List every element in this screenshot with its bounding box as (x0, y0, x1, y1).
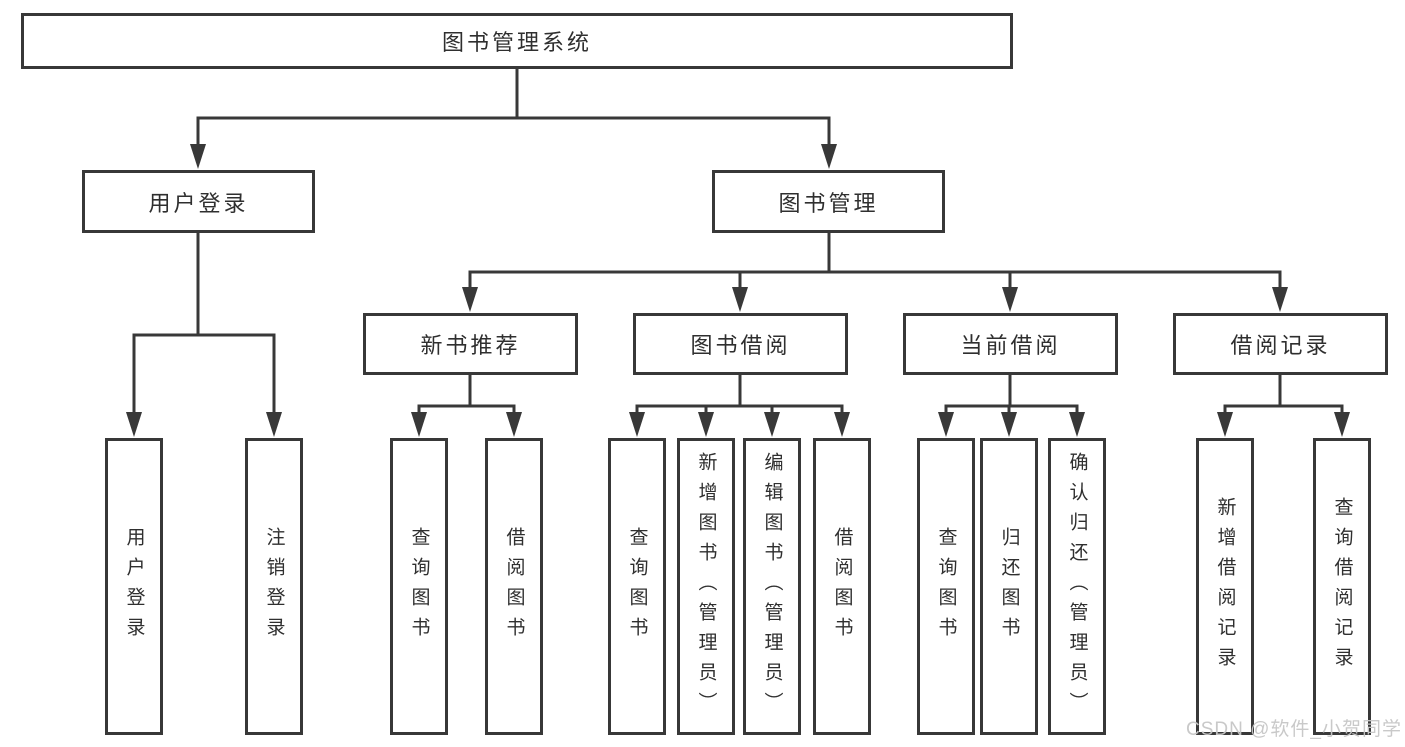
leaf-logout: 注销登录 (245, 438, 303, 735)
leaf-query-borrow-record: 查询借阅记录 (1313, 438, 1371, 735)
leaf-return-books-label: 归还图书 (998, 526, 1020, 647)
leaf-return-books: 归还图书 (980, 438, 1038, 735)
leaf-borrow-books-label: 借阅图书 (831, 526, 853, 647)
leaf-edit-books-admin: 编辑图书（管理员） (743, 438, 801, 735)
leaf-query-books-recommend-label: 查询图书 (408, 526, 430, 647)
node-current-borrowing: 当前借阅 (903, 313, 1118, 375)
node-book-borrowing-label: 图书借阅 (690, 333, 791, 358)
leaf-logout-label: 注销登录 (263, 526, 285, 647)
node-library-management-system-label: 图书管理系统 (441, 30, 592, 55)
node-user-login: 用户登录 (82, 170, 315, 233)
leaf-confirm-return-admin: 确认归还（管理员） (1048, 438, 1106, 735)
node-new-book-recommendation-label: 新书推荐 (420, 333, 521, 358)
leaf-query-books-borrowing-label: 查询图书 (626, 526, 648, 647)
leaf-add-books-admin-label: 新增图书（管理员） (695, 451, 717, 722)
node-borrowing-records-label: 借阅记录 (1230, 333, 1331, 358)
leaf-add-borrow-record-label: 新增借阅记录 (1214, 496, 1236, 677)
leaf-add-books-admin: 新增图书（管理员） (677, 438, 735, 735)
csdn-watermark: CSDN @软件_小贺同学 (1186, 719, 1402, 740)
leaf-borrow-books-recommend: 借阅图书 (485, 438, 543, 735)
leaf-add-borrow-record: 新增借阅记录 (1196, 438, 1254, 735)
leaf-confirm-return-admin-label: 确认归还（管理员） (1066, 451, 1088, 722)
leaf-query-books-borrowing: 查询图书 (608, 438, 666, 735)
leaf-borrow-books-recommend-label: 借阅图书 (503, 526, 525, 647)
leaf-edit-books-admin-label: 编辑图书（管理员） (761, 451, 783, 722)
node-library-management-system: 图书管理系统 (21, 13, 1013, 69)
leaf-user-login-label: 用户登录 (123, 526, 145, 647)
leaf-query-books-current-label: 查询图书 (935, 526, 957, 647)
node-borrowing-records: 借阅记录 (1173, 313, 1388, 375)
leaf-query-books-recommend: 查询图书 (390, 438, 448, 735)
node-book-management-label: 图书管理 (778, 190, 879, 216)
leaf-borrow-books: 借阅图书 (813, 438, 871, 735)
node-book-borrowing: 图书借阅 (633, 313, 848, 375)
node-book-management: 图书管理 (712, 170, 945, 233)
node-current-borrowing-label: 当前借阅 (960, 333, 1061, 358)
node-new-book-recommendation: 新书推荐 (363, 313, 578, 375)
leaf-user-login: 用户登录 (105, 438, 163, 735)
leaf-query-books-current: 查询图书 (917, 438, 975, 735)
node-user-login-label: 用户登录 (148, 190, 249, 216)
leaf-query-borrow-record-label: 查询借阅记录 (1331, 496, 1353, 677)
